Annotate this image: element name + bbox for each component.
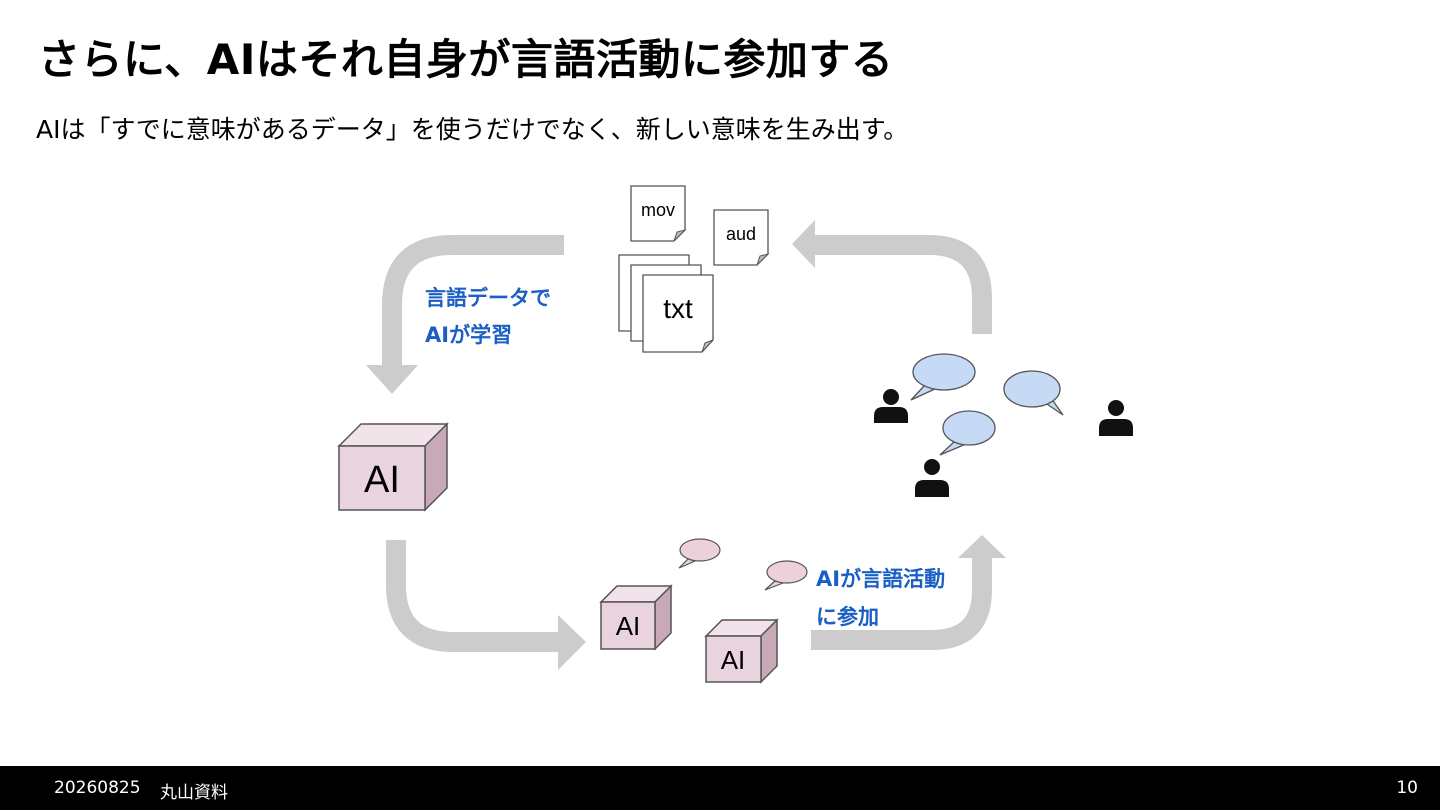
mov-file-label: mov <box>641 200 675 220</box>
learn-arrow <box>366 235 564 394</box>
aud-file-label: aud <box>726 224 756 244</box>
participate-label-line2: に参加 <box>816 605 879 629</box>
footer-author: 丸山資料 <box>160 783 228 803</box>
slide-subtitle: AIは「すでに意味があるデータ」を使うだけでなく、新しい意味を生み出す。 <box>36 115 909 144</box>
page-number: 10 <box>1396 778 1418 798</box>
participate-arrow <box>811 535 1006 650</box>
ai-cube-small-2: AI <box>704 618 779 684</box>
txt-file-stack-icon: txt <box>618 254 714 353</box>
ai-cube-large-label: AI <box>364 459 400 501</box>
learn-label-line1: 言語データで <box>425 286 551 310</box>
ai-speech-bubble-1 <box>678 538 721 569</box>
ai-cube-large: AI <box>337 422 449 512</box>
person-speech-bubble-3 <box>939 410 996 456</box>
footer-bar: 20260825 丸山資料 10 <box>0 766 1440 810</box>
txt-file-label: txt <box>663 293 693 324</box>
person-speech-bubble-1 <box>910 353 976 401</box>
generate-arrow <box>386 540 586 670</box>
ai-cube-small-1-label: AI <box>616 611 641 641</box>
data-arrow <box>792 220 992 334</box>
ai-speech-bubble-2 <box>764 560 808 591</box>
language-cycle-diagram: mov aud txt 言語データで AIが学習 AIが言語活動 に参加 AI … <box>337 185 1133 684</box>
ai-cube-small-2-label: AI <box>721 645 746 675</box>
person-icon-2 <box>1099 400 1133 436</box>
slide-title: さらに、AIはそれ自身が言語活動に参加する <box>38 35 894 84</box>
participate-label-line1: AIが言語活動 <box>816 567 945 591</box>
person-icon-1 <box>874 389 908 423</box>
person-speech-bubble-2 <box>1003 370 1064 416</box>
aud-file-icon: aud <box>713 209 770 266</box>
footer-date: 20260825 <box>54 778 141 798</box>
mov-file-icon: mov <box>630 185 687 242</box>
ai-cube-small-1: AI <box>599 584 673 651</box>
learn-label-line2: AIが学習 <box>425 323 512 347</box>
person-icon-3 <box>915 459 949 497</box>
